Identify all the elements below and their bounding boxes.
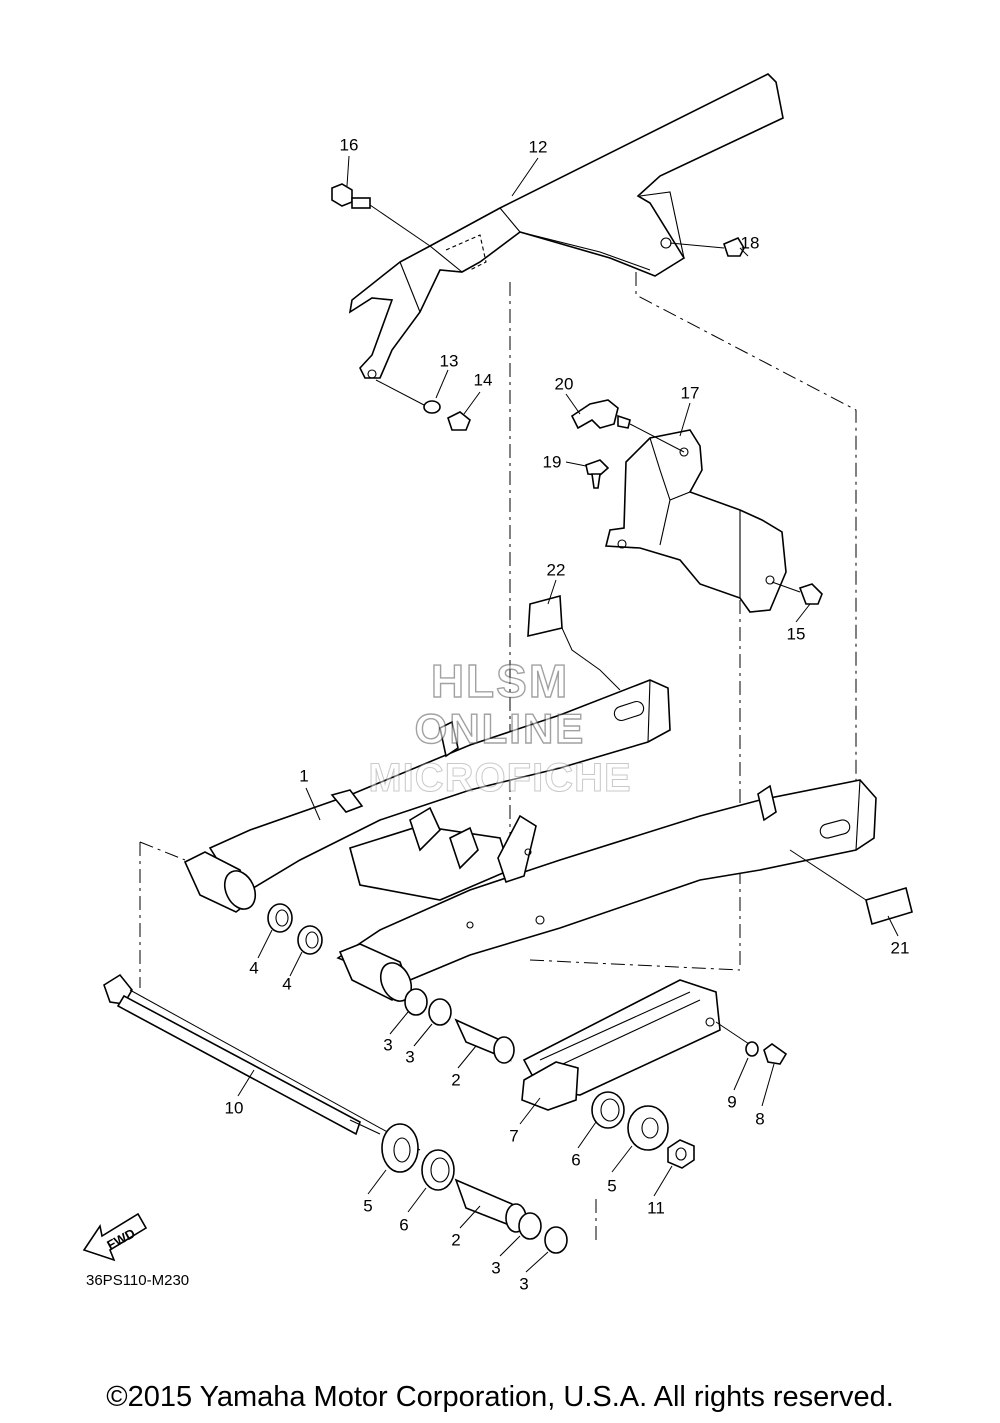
callout-10: 10 [224, 1098, 244, 1118]
bearing-3-d [544, 1226, 568, 1254]
dust-cap-5-right [627, 1105, 669, 1151]
callout-7: 7 [509, 1126, 519, 1146]
callout-16: 16 [339, 135, 359, 155]
callout-8: 8 [755, 1109, 765, 1129]
nut-11 [667, 1139, 695, 1169]
callout-18: 18 [740, 233, 760, 253]
callout-15: 15 [786, 624, 806, 644]
rivet-19 [585, 459, 610, 489]
washer-9 [745, 1041, 759, 1057]
clamp-20 [570, 399, 685, 453]
oil-seal-6-left [421, 1149, 455, 1191]
callout-2-lower: 2 [451, 1230, 461, 1250]
callout-13: 13 [439, 351, 459, 371]
callout-14: 14 [473, 370, 493, 390]
bushing-4-right [297, 925, 323, 955]
callout-6-right: 6 [571, 1150, 581, 1170]
callout-20: 20 [554, 374, 574, 394]
callout-leaders [237, 155, 899, 1273]
callout-22: 22 [546, 560, 566, 580]
callout-19: 19 [542, 452, 562, 472]
callout-6-left: 6 [399, 1215, 409, 1235]
watermark-line1: HLSM [430, 655, 570, 707]
callout-5-right: 5 [607, 1176, 617, 1196]
bolt-15 [771, 581, 823, 605]
fwd-label: FWD [104, 1225, 137, 1252]
callout-9: 9 [727, 1092, 737, 1112]
callout-21: 21 [890, 938, 910, 958]
collar-2-upper [454, 1018, 515, 1064]
label-21 [789, 849, 913, 926]
diagram-code: 36PS110-M230 [86, 1272, 190, 1289]
chain-slider-7 [521, 979, 753, 1111]
callout-3-b: 3 [405, 1047, 415, 1067]
callout-5-left: 5 [363, 1196, 373, 1216]
bolt-8 [763, 1043, 788, 1065]
bearing-3-a [404, 988, 428, 1016]
bushing-4-left [267, 903, 293, 933]
bolt-18 [669, 236, 745, 257]
watermark-line2: ONLINE [414, 705, 586, 752]
collar-2-lower [454, 1178, 527, 1233]
dust-cap-5-left [381, 1123, 419, 1173]
swingarm-1 [183, 679, 877, 1002]
callout-3-d: 3 [519, 1274, 529, 1294]
bearing-3-c [518, 1212, 542, 1240]
callout-4-left: 4 [249, 958, 259, 978]
bolt-16 [331, 183, 431, 247]
callout-3-a: 3 [383, 1035, 393, 1055]
callout-1: 1 [299, 766, 309, 786]
bolt-14 [447, 411, 471, 431]
callout-3-c: 3 [491, 1258, 501, 1278]
callout-2-upper: 2 [451, 1070, 461, 1090]
watermark-line3: MICROFICHE [368, 756, 632, 800]
pivot-shaft-10 [103, 973, 421, 1151]
bearing-3-b [428, 998, 452, 1026]
bracket-17 [604, 429, 787, 613]
callout-4-right: 4 [282, 974, 292, 994]
callout-17: 17 [680, 383, 700, 403]
callout-11: 11 [647, 1198, 665, 1218]
copyright-notice: ©2015 Yamaha Motor Corporation, U.S.A. A… [106, 1381, 894, 1413]
fwd-arrow-icon: FWD [82, 1212, 148, 1262]
callout-12: 12 [528, 137, 548, 157]
washer-13 [375, 379, 441, 414]
chain-guard [348, 73, 784, 379]
oil-seal-6-right [591, 1091, 625, 1129]
